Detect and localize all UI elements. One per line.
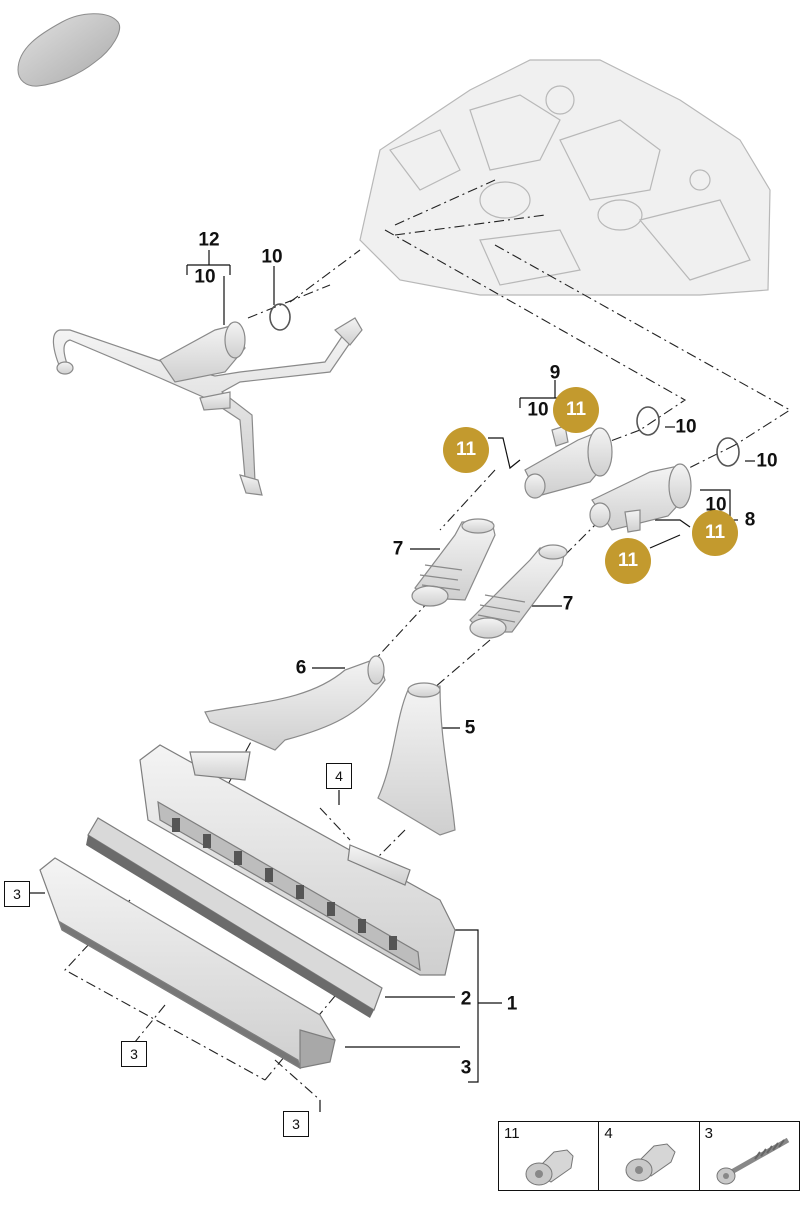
boxed-ref-4: 4 — [326, 763, 352, 789]
o-ring-right — [716, 437, 740, 467]
car-thumbnail-icon — [17, 13, 120, 87]
badge-11-right: 11 — [692, 510, 738, 556]
part-1-airbox-housing — [139, 744, 456, 976]
o-ring-top — [269, 303, 291, 331]
badge-11-left: 11 — [443, 427, 489, 473]
label-7-left: 7 — [392, 538, 404, 560]
label-10-left-mid: 10 — [527, 399, 549, 421]
label-10-right-bracket: 10 — [705, 494, 727, 516]
label-10-top-bracket: 10 — [194, 266, 216, 288]
label-12: 12 — [198, 229, 220, 251]
fastener-legend: 11 4 3 — [498, 1121, 800, 1191]
legend-num-4: 4 — [604, 1125, 613, 1142]
part-3-lower-cover — [39, 857, 336, 1070]
label-3-bottom: 3 — [460, 1057, 472, 1079]
part-8-intake-pipe — [589, 463, 692, 533]
label-8: 8 — [744, 509, 756, 531]
legend-num-3: 3 — [704, 1125, 713, 1142]
boxed-ref-3-left: 3 — [4, 881, 30, 907]
label-2: 2 — [460, 988, 472, 1010]
part-5-duct — [377, 682, 456, 836]
legend-num-11: 11 — [504, 1125, 520, 1142]
legend-cell-4: 4 — [599, 1122, 700, 1190]
part-7-bellows-right — [469, 544, 568, 639]
part-6-duct — [204, 655, 386, 751]
label-1: 1 — [506, 993, 518, 1015]
o-ring-mid — [636, 406, 660, 436]
part-7-bellows-left — [411, 518, 496, 607]
screw-3-icon — [716, 1137, 789, 1185]
badge-11-top: 11 — [553, 387, 599, 433]
label-7-right: 7 — [562, 593, 574, 615]
screw-4-icon — [625, 1143, 676, 1182]
label-9: 9 — [549, 362, 561, 384]
part-2-filter — [86, 817, 383, 1018]
boxed-ref-3-bottom-left: 3 — [121, 1041, 147, 1067]
legend-cell-3: 3 — [700, 1122, 799, 1190]
legend-cell-11: 11 — [499, 1122, 600, 1190]
label-10-ring-right: 10 — [756, 450, 778, 472]
part-12-pipe-assembly — [52, 317, 363, 496]
label-10-ring-top: 10 — [261, 246, 283, 268]
engine-block — [359, 59, 771, 296]
label-10-ring-mid: 10 — [675, 416, 697, 438]
airbox-vents — [172, 818, 397, 950]
screw-11-icon — [525, 1149, 574, 1186]
callout-lines — [30, 250, 755, 1112]
label-6: 6 — [295, 657, 307, 679]
label-5: 5 — [464, 717, 476, 739]
badge-11-lower: 11 — [605, 538, 651, 584]
boxed-ref-3-lower: 3 — [283, 1111, 309, 1137]
part-9-intake-pipe — [524, 425, 613, 499]
